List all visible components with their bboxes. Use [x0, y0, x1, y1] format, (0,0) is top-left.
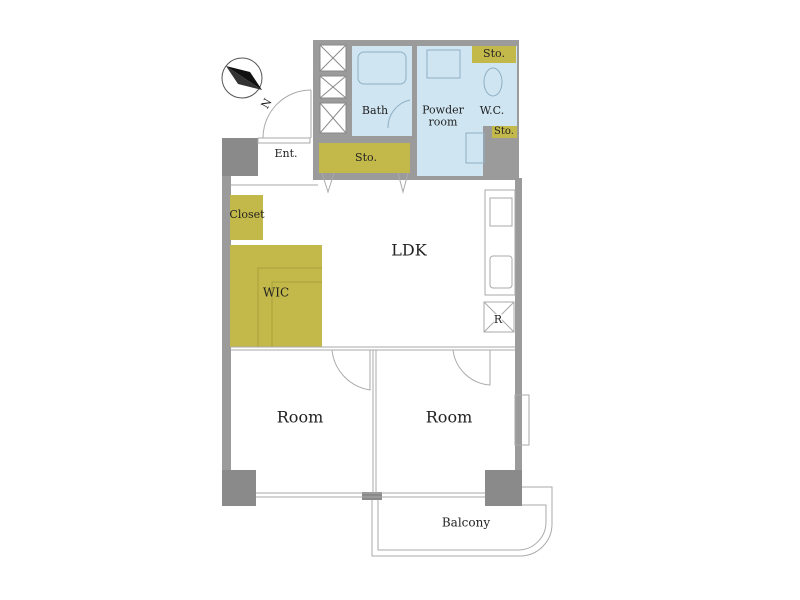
label-storage-wc-bottom: Sto. — [494, 125, 514, 137]
balcony-outline — [371, 486, 553, 557]
label-closet: Closet — [229, 208, 265, 222]
label-storage-wc-top: Sto. — [483, 47, 505, 61]
label-powder-room: Powder room — [422, 103, 464, 128]
label-wc: W.C. — [479, 104, 505, 118]
storage-hall-area — [319, 143, 410, 173]
bathtub — [357, 51, 407, 85]
label-storage-hall: Sto. — [355, 151, 377, 165]
label-wic: WIC — [262, 285, 290, 300]
label-ldk: LDK — [391, 240, 427, 260]
label-refrigerator: R — [493, 313, 503, 327]
washbasin — [426, 49, 461, 79]
compass-icon — [221, 57, 263, 99]
toilet-icon — [483, 67, 503, 97]
bath-area — [352, 46, 412, 136]
label-balcony: Balcony — [441, 515, 491, 530]
label-entrance: Ent. — [274, 147, 298, 161]
label-room-right: Room — [425, 407, 473, 427]
label-bath: Bath — [361, 104, 389, 118]
duct-shafts — [319, 44, 347, 134]
label-room-left: Room — [276, 407, 324, 427]
